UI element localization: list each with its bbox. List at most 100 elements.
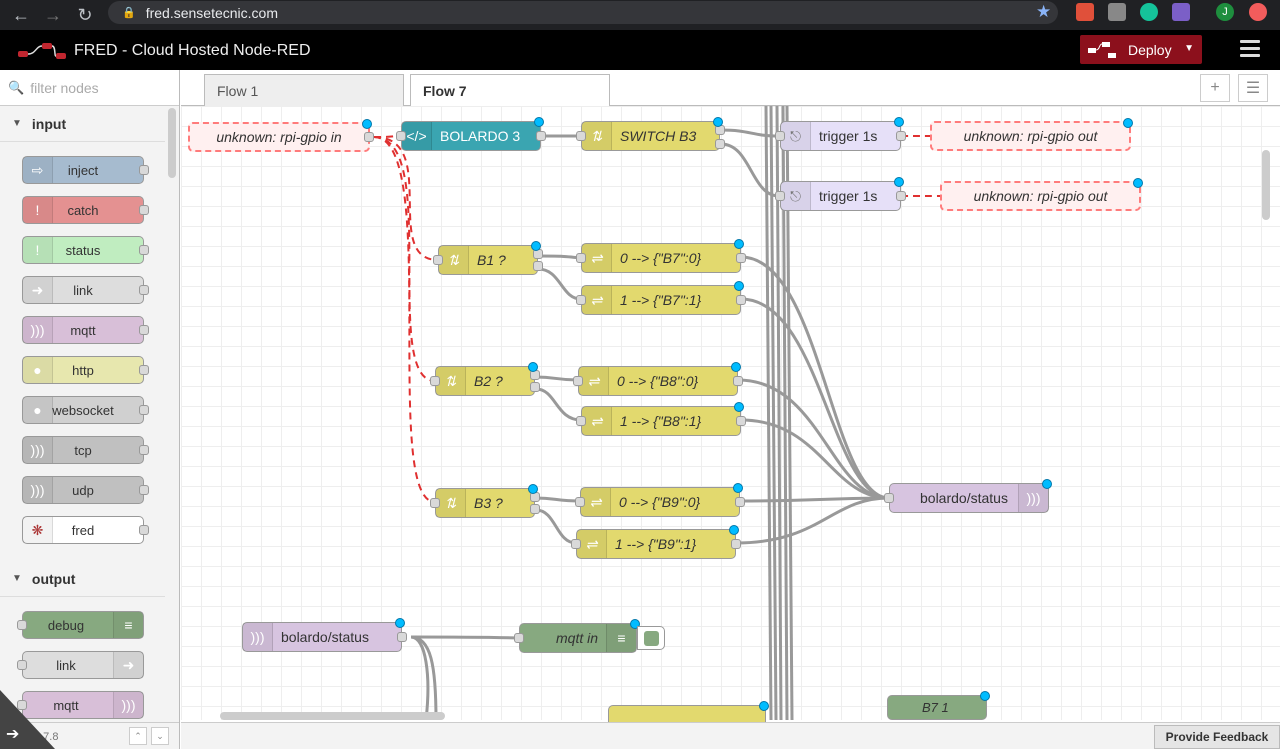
node-partial-b7-1[interactable]: B7 1 (887, 691, 990, 720)
palette-node-inject[interactable]: ⇨ inject (22, 156, 149, 184)
collapse-all-button[interactable]: ⌃ (129, 727, 147, 745)
node-rpi-gpio-out-2[interactable]: unknown: rpi-gpio out (940, 178, 1143, 211)
output-port[interactable] (139, 165, 149, 175)
input-port[interactable] (430, 498, 440, 508)
chevron-down-icon[interactable]: ▼ (1184, 43, 1194, 54)
node-trigger-1[interactable]: ⎋ trigger 1s (775, 117, 906, 151)
node-rpi-gpio-out-1[interactable]: unknown: rpi-gpio out (930, 118, 1133, 151)
palette-node-link-out[interactable]: link ➜ (17, 651, 144, 679)
menu-icon[interactable] (1240, 40, 1260, 58)
output-port[interactable] (139, 325, 149, 335)
input-port[interactable] (884, 493, 894, 503)
back-icon[interactable]: ← (12, 4, 30, 25)
output-port[interactable] (530, 382, 540, 392)
input-port[interactable] (576, 295, 586, 305)
provide-feedback-button[interactable]: Provide Feedback (1154, 725, 1280, 749)
category-output[interactable]: ▼ output (0, 561, 165, 597)
bookmark-star-icon[interactable]: ★ (1036, 2, 1052, 21)
node-switch-b1[interactable]: ⇅ B1 ? (433, 241, 543, 275)
output-port[interactable] (736, 253, 746, 263)
palette-node-tcp[interactable]: ))) tcp (22, 436, 149, 464)
list-flows-button[interactable]: ☰ (1238, 74, 1268, 102)
node-change-b8-1[interactable]: ⇌ 1 --> {"B8":1} (576, 402, 746, 436)
rss-extension-icon[interactable] (1076, 3, 1094, 21)
output-port[interactable] (139, 245, 149, 255)
output-port[interactable] (139, 485, 149, 495)
input-port[interactable] (576, 253, 586, 263)
palette-node-link[interactable]: ➜ link (22, 276, 149, 304)
output-port[interactable] (536, 131, 546, 141)
input-port[interactable] (17, 620, 27, 630)
node-change-b7-0[interactable]: ⇌ 0 --> {"B7":0} (576, 239, 746, 273)
palette-node-websocket[interactable]: ● websocket (22, 396, 149, 424)
palette-scrollbar[interactable] (168, 108, 176, 178)
output-port[interactable] (139, 445, 149, 455)
output-port[interactable] (736, 416, 746, 426)
deploy-button[interactable]: Deploy ▼ (1080, 35, 1202, 64)
input-port[interactable] (576, 131, 586, 141)
category-input[interactable]: ▼ input (0, 106, 165, 142)
expand-all-button[interactable]: ⌄ (151, 727, 169, 745)
debug-toggle-button[interactable] (637, 626, 665, 650)
node-switch-b3q[interactable]: ⇅ B3 ? (430, 484, 540, 518)
node-debug-mqtt-in[interactable]: mqtt in ≡ (514, 619, 640, 653)
node-change-b7-1[interactable]: ⇌ 1 --> {"B7":1} (576, 281, 746, 315)
palette-node-debug[interactable]: debug ≡ (17, 611, 144, 639)
address-bar[interactable]: 🔒 fred.sensetecnic.com (108, 1, 1058, 24)
output-port[interactable] (896, 131, 906, 141)
palette-node-mqtt-out[interactable]: mqtt ))) (17, 691, 144, 719)
output-port[interactable] (715, 139, 725, 149)
palette-node-http[interactable]: ● http (22, 356, 149, 384)
output-port[interactable] (530, 504, 540, 514)
add-flow-button[interactable]: + (1200, 74, 1230, 102)
node-trigger-2[interactable]: ⎋ trigger 1s (775, 177, 906, 211)
input-port[interactable] (573, 376, 583, 386)
output-port[interactable] (896, 191, 906, 201)
input-port[interactable] (514, 633, 524, 643)
canvas-vertical-scrollbar[interactable] (1262, 150, 1270, 220)
output-port[interactable] (736, 295, 746, 305)
input-port[interactable] (433, 255, 443, 265)
output-port[interactable] (139, 285, 149, 295)
calendar-extension-icon[interactable] (1172, 3, 1190, 21)
tab-flow-7[interactable]: Flow 7 (410, 74, 610, 107)
palette-node-mqtt[interactable]: ))) mqtt (22, 316, 149, 344)
input-port[interactable] (576, 416, 586, 426)
input-port[interactable] (571, 539, 581, 549)
output-port[interactable] (397, 632, 407, 642)
input-port[interactable] (575, 497, 585, 507)
output-port[interactable] (533, 261, 543, 271)
input-port[interactable] (430, 376, 440, 386)
output-port[interactable] (735, 497, 745, 507)
node-change-b8-0[interactable]: ⇌ 0 --> {"B8":0} (573, 362, 743, 396)
palette-node-status[interactable]: ! status (22, 236, 149, 264)
grammarly-extension-icon[interactable] (1140, 3, 1158, 21)
node-mqtt-out-bolardo-status[interactable]: bolardo/status ))) (884, 479, 1052, 513)
output-port[interactable] (139, 525, 149, 535)
node-bolardo-3[interactable]: </> BOLARDO 3 (396, 117, 546, 151)
output-port[interactable] (364, 132, 374, 142)
input-port[interactable] (396, 131, 406, 141)
palette-node-fred[interactable]: ❋ fred (22, 516, 149, 544)
forward-icon[interactable]: → (44, 4, 62, 25)
update-extension-icon[interactable] (1249, 3, 1267, 21)
feed-extension-icon[interactable] (1108, 3, 1126, 21)
input-port[interactable] (775, 131, 785, 141)
tab-flow-1[interactable]: Flow 1 (204, 74, 404, 106)
output-port[interactable] (139, 405, 149, 415)
output-port[interactable] (731, 539, 741, 549)
node-switch-b2[interactable]: ⇅ B2 ? (430, 362, 540, 396)
filter-nodes-input[interactable]: 🔍 filter nodes (0, 70, 179, 106)
output-port[interactable] (733, 376, 743, 386)
node-mqtt-in-bolardo-status[interactable]: ))) bolardo/status (242, 618, 407, 652)
output-port[interactable] (139, 205, 149, 215)
input-port[interactable] (17, 660, 27, 670)
node-rpi-gpio-in[interactable]: unknown: rpi-gpio in (188, 119, 374, 152)
profile-avatar[interactable]: J (1216, 3, 1234, 21)
input-port[interactable] (775, 191, 785, 201)
input-port[interactable] (17, 700, 27, 710)
node-change-b9-0[interactable]: ⇌ 0 --> {"B9":0} (575, 483, 745, 517)
output-port[interactable] (139, 365, 149, 375)
reload-icon[interactable]: ↻ (77, 4, 93, 25)
canvas-horizontal-scrollbar[interactable] (220, 712, 445, 720)
